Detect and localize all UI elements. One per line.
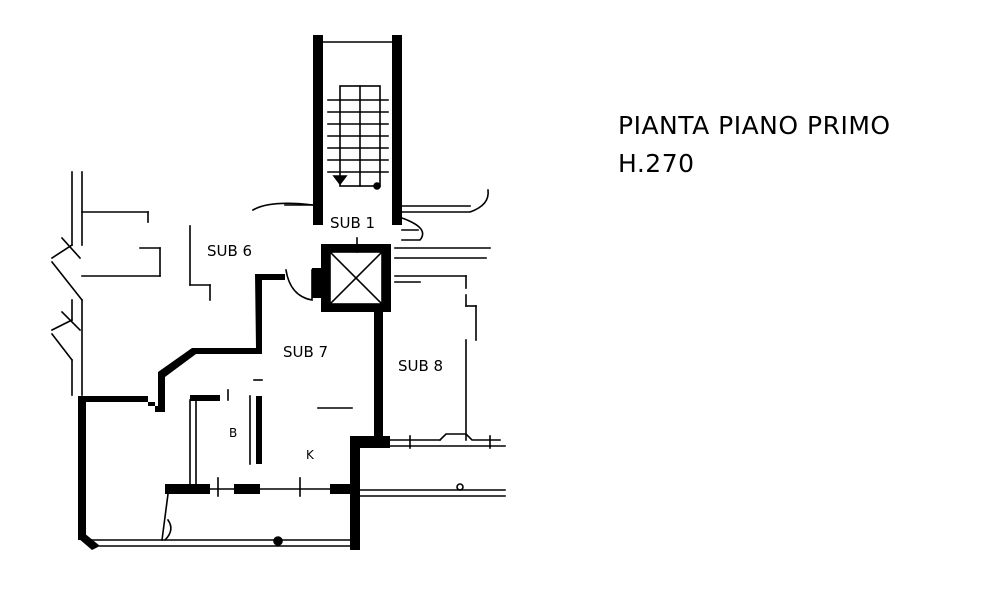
sub7-walls xyxy=(78,274,390,550)
room-label-kitchen: K xyxy=(306,448,315,462)
room-label-sub8: SUB 8 xyxy=(398,357,443,375)
sub6-walls xyxy=(81,211,211,301)
plan-height: H.270 xyxy=(618,149,695,178)
room-label-sub6: SUB 6 xyxy=(207,242,252,260)
left-facade xyxy=(50,171,84,396)
plan-title: PIANTA PIANO PRIMO xyxy=(618,111,891,140)
room-label-sub7: SUB 7 xyxy=(283,343,328,361)
stairwell xyxy=(313,35,402,225)
room-label-sub1: SUB 1 xyxy=(330,214,375,232)
room-label-bath: B xyxy=(229,426,237,440)
elevator xyxy=(321,237,391,312)
sub8-walls xyxy=(359,247,506,497)
